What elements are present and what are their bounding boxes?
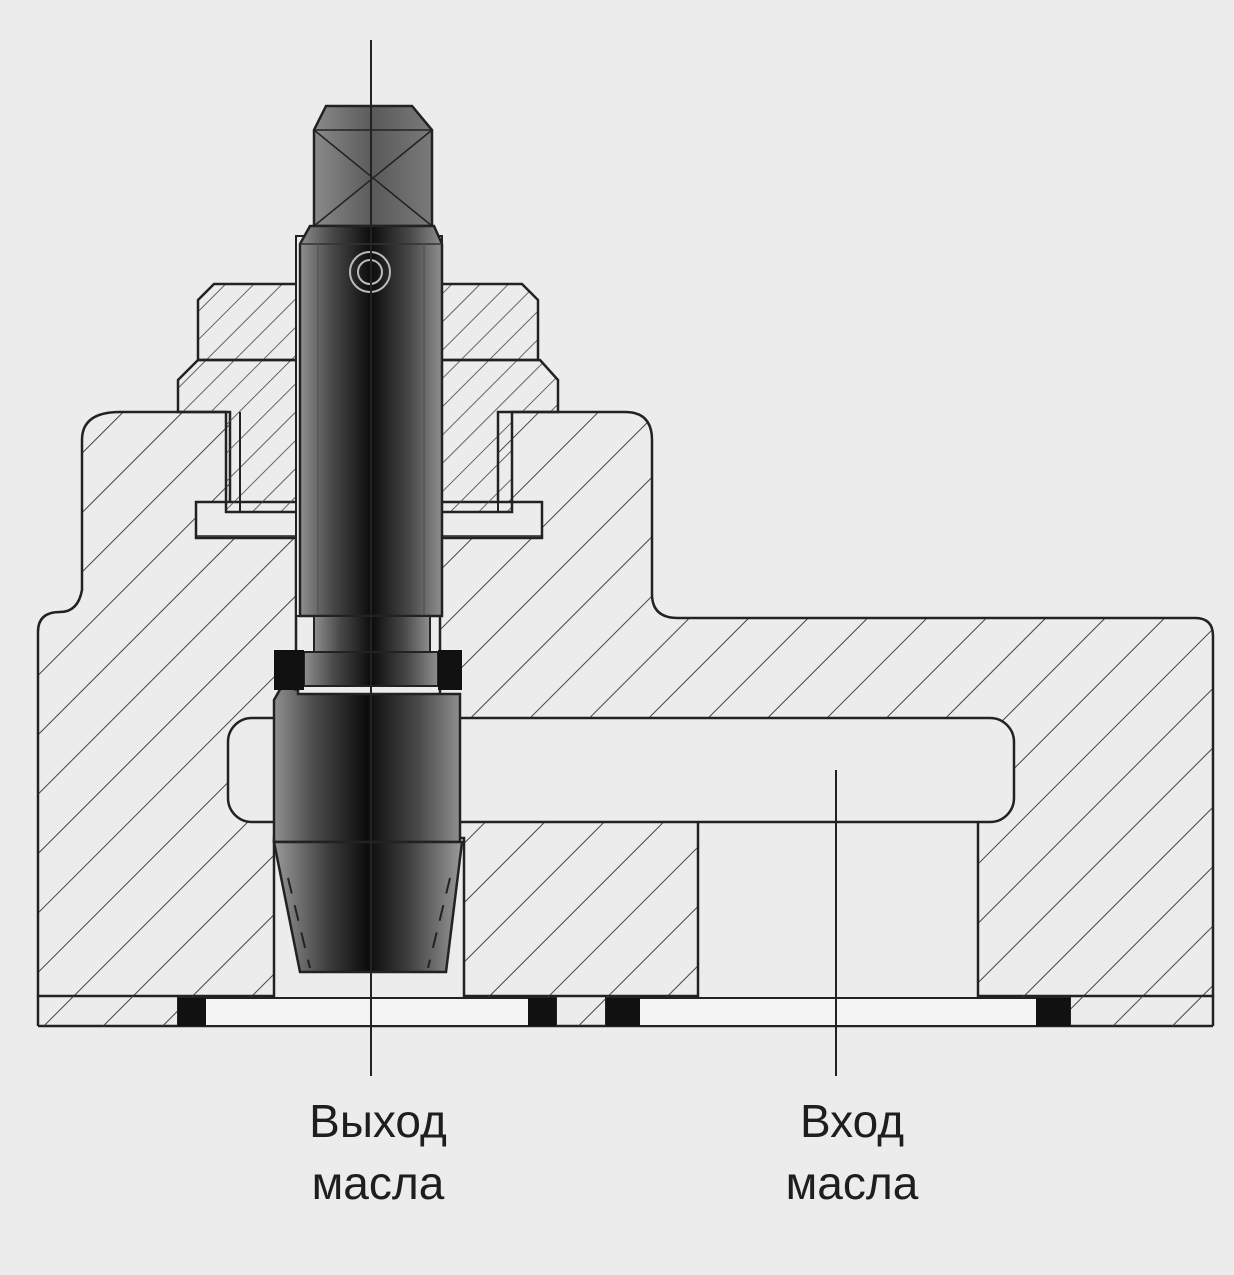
inlet-passage <box>696 804 980 1002</box>
o-ring-seals <box>274 650 462 690</box>
inlet-label: Вход масла <box>722 1090 982 1214</box>
outlet-label: Выход масла <box>248 1090 508 1214</box>
inlet-label-line2: масла <box>785 1157 919 1209</box>
outlet-label-line1: Выход <box>309 1095 447 1147</box>
inlet-label-line1: Вход <box>799 1095 905 1147</box>
outlet-label-line2: масла <box>311 1157 445 1209</box>
bottom-gaskets <box>177 997 1071 1027</box>
